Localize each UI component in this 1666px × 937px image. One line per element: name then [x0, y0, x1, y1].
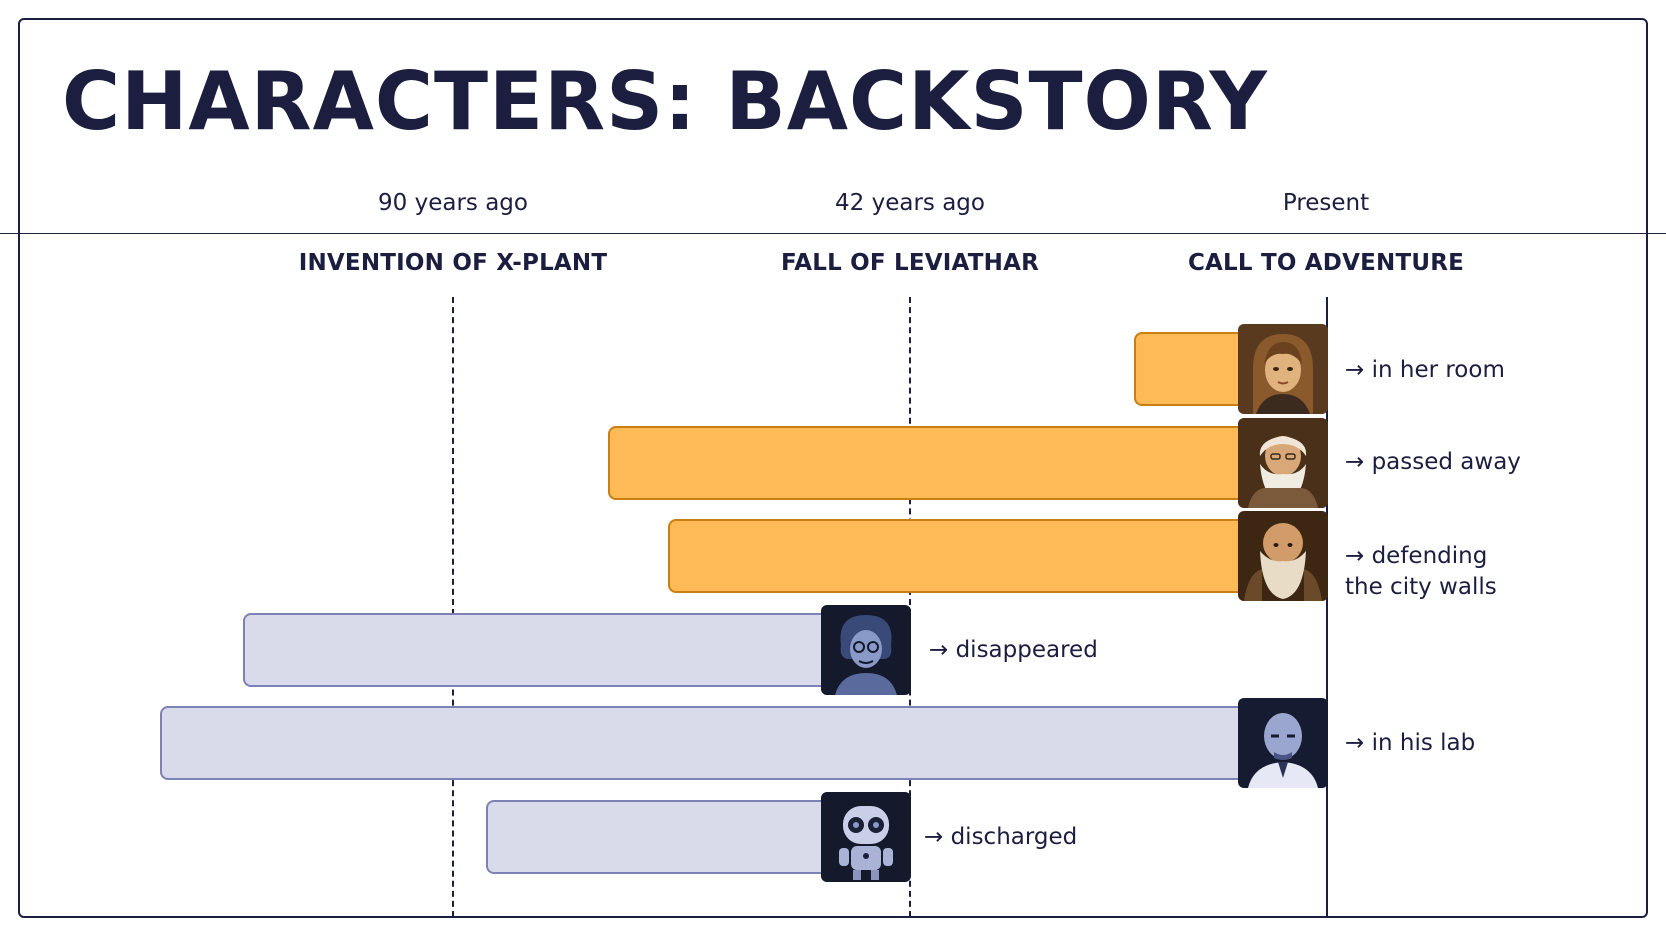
- page-title: CHARACTERS: BACKSTORY: [62, 55, 1268, 148]
- era-time-present: Present: [1282, 190, 1370, 216]
- lifespan-bar-young-woman: [1134, 332, 1238, 406]
- outcome-warrior: → defending the city walls: [1345, 541, 1497, 603]
- outcome-scientist: → in his lab: [1345, 730, 1476, 756]
- outcome-warrior-line-1: → defending: [1345, 543, 1488, 569]
- timeline-marker-x-plant: [452, 297, 454, 917]
- slide-frame: [18, 18, 1648, 918]
- bearded-old-man-portrait-icon: [1238, 418, 1328, 508]
- bald-bearded-warrior-portrait-icon: [1238, 511, 1328, 601]
- young-woman-portrait-icon: [1238, 324, 1328, 414]
- era-time-x-plant: 90 years ago: [378, 190, 528, 216]
- outcome-warrior-line-2: the city walls: [1345, 574, 1497, 600]
- robot-portrait-icon: [821, 792, 911, 882]
- bald-scientist-portrait-icon: [1238, 698, 1328, 788]
- era-title-call-to-adventure: CALL TO ADVENTURE: [1187, 250, 1465, 276]
- outcome-young-woman: → in her room: [1345, 357, 1505, 383]
- lifespan-bar-robot: [486, 800, 821, 874]
- old-woman-glasses-portrait-icon: [821, 605, 911, 695]
- outcome-robot: → discharged: [924, 824, 1078, 850]
- lifespan-bar-old-woman: [243, 613, 821, 687]
- era-title-leviathar: FALL OF LEVIATHAR: [780, 250, 1040, 276]
- lifespan-bar-scientist: [160, 706, 1238, 780]
- outcome-old-woman: → disappeared: [929, 637, 1098, 663]
- header-divider: [0, 233, 1666, 234]
- lifespan-bar-warrior: [668, 519, 1238, 593]
- timeline-marker-present: [1326, 297, 1328, 917]
- lifespan-bar-old-man: [608, 426, 1238, 500]
- era-time-leviathar: 42 years ago: [835, 190, 985, 216]
- outcome-old-man: → passed away: [1345, 449, 1521, 475]
- era-title-x-plant: INVENTION OF X-PLANT: [298, 250, 608, 276]
